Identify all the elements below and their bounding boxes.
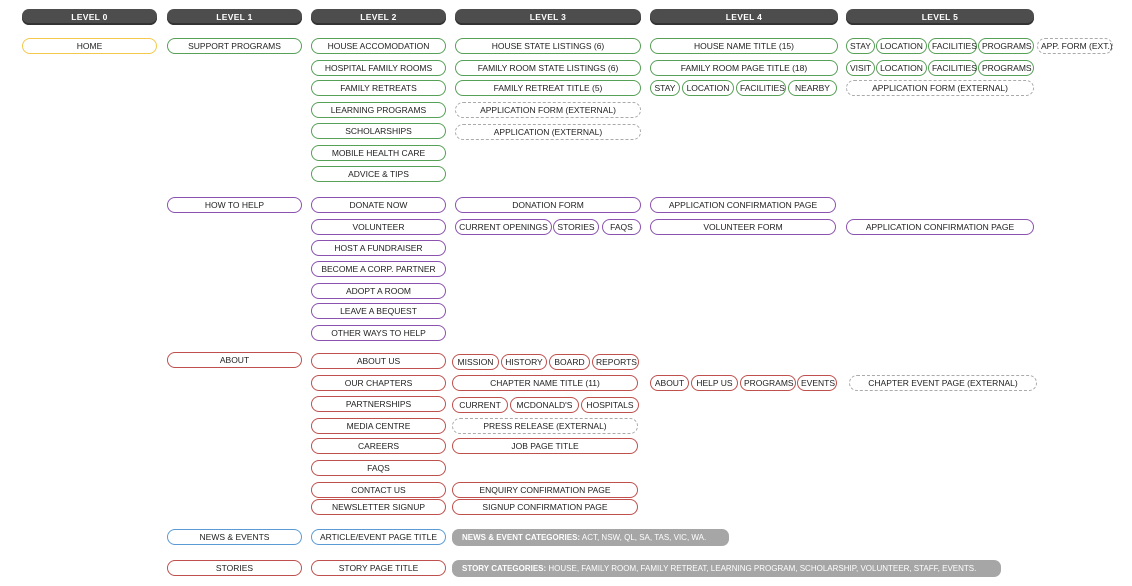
node-volunteer: VOLUNTEER <box>311 219 446 235</box>
news-categories-values: ACT, NSW, QL, SA, TAS, VIC, WA. <box>580 533 707 542</box>
node-media-centre: MEDIA CENTRE <box>311 418 446 434</box>
node-visit-l5: VISIT <box>846 60 875 76</box>
news-categories-label: NEWS & EVENT CATEGORIES: <box>462 533 581 542</box>
node-application-form-external: APPLICATION FORM (EXTERNAL) <box>455 102 641 118</box>
node-about-l4: ABOUT <box>650 375 689 391</box>
node-other-ways: OTHER WAYS TO HELP <box>311 325 446 341</box>
node-adopt-room: ADOPT A ROOM <box>311 283 446 299</box>
node-host-fundraiser: HOST A FUNDRAISER <box>311 240 446 256</box>
node-app-form-ext: APP. FORM (EXT.) <box>1037 38 1113 54</box>
node-story-page: STORY PAGE TITLE <box>311 560 446 576</box>
level-5-header: LEVEL 5 <box>846 9 1034 25</box>
node-stories-l3: STORIES <box>553 219 599 235</box>
node-faqs-l3: FAQS <box>602 219 641 235</box>
node-current-openings: CURRENT OPENINGS <box>455 219 552 235</box>
node-job-page-title: JOB PAGE TITLE <box>452 438 638 454</box>
node-location-l5: LOCATION <box>876 38 927 54</box>
node-faqs: FAQS <box>311 460 446 476</box>
node-location-l4: LOCATION <box>682 80 734 96</box>
node-partnerships: PARTNERSHIPS <box>311 396 446 412</box>
node-house-state-listings: HOUSE STATE LISTINGS (6) <box>455 38 641 54</box>
node-help-us-l4: HELP US <box>691 375 738 391</box>
level-1-header: LEVEL 1 <box>167 9 302 25</box>
node-chapter-name-title: CHAPTER NAME TITLE (11) <box>452 375 638 391</box>
node-contact-us: CONTACT US <box>311 482 446 498</box>
node-newsletter-signup: NEWSLETTER SIGNUP <box>311 499 446 515</box>
node-enquiry-confirmation: ENQUIRY CONFIRMATION PAGE <box>452 482 638 498</box>
node-article-event-page: ARTICLE/EVENT PAGE TITLE <box>311 529 446 545</box>
node-application-external: APPLICATION (EXTERNAL) <box>455 124 641 140</box>
node-about: ABOUT <box>167 352 302 368</box>
node-programs-l4: PROGRAMS <box>740 375 796 391</box>
node-hospitals: HOSPITALS <box>581 397 639 413</box>
story-categories-band: STORY CATEGORIES: HOUSE, FAMILY ROOM, FA… <box>452 560 1001 577</box>
node-how-to-help: HOW TO HELP <box>167 197 302 213</box>
node-mobile-health-care: MOBILE HEALTH CARE <box>311 145 446 161</box>
node-news-events: NEWS & EVENTS <box>167 529 302 545</box>
node-family-room-page-title: FAMILY ROOM PAGE TITLE (18) <box>650 60 838 76</box>
node-leave-bequest: LEAVE A BEQUEST <box>311 303 446 319</box>
node-facilities-l4: FACILITIES <box>736 80 786 96</box>
node-programs-l5: PROGRAMS <box>978 38 1034 54</box>
node-facilities-l5b: FACILITIES <box>928 60 977 76</box>
level-2-header: LEVEL 2 <box>311 9 446 25</box>
node-donation-form: DONATION FORM <box>455 197 641 213</box>
node-become-corp-partner: BECOME A CORP. PARTNER <box>311 261 446 277</box>
level-0-header: LEVEL 0 <box>22 9 157 25</box>
node-careers: CAREERS <box>311 438 446 454</box>
level-3-header: LEVEL 3 <box>455 9 641 25</box>
node-scholarships: SCHOLARSHIPS <box>311 123 446 139</box>
node-house-accomodation: HOUSE ACCOMODATION <box>311 38 446 54</box>
node-history: HISTORY <box>501 354 547 370</box>
node-stay-l4: STAY <box>650 80 680 96</box>
node-stories: STORIES <box>167 560 302 576</box>
node-board: BOARD <box>549 354 590 370</box>
node-press-release: PRESS RELEASE (EXTERNAL) <box>452 418 638 434</box>
node-location-l5b: LOCATION <box>876 60 927 76</box>
node-application-confirmation-l5: APPLICATION CONFIRMATION PAGE <box>846 219 1034 235</box>
node-family-retreats: FAMILY RETREATS <box>311 80 446 96</box>
node-volunteer-form: VOLUNTEER FORM <box>650 219 836 235</box>
node-chapter-event-page: CHAPTER EVENT PAGE (EXTERNAL) <box>849 375 1037 391</box>
node-learning-programs: LEARNING PROGRAMS <box>311 102 446 118</box>
node-signup-confirmation: SIGNUP CONFIRMATION PAGE <box>452 499 638 515</box>
story-categories-label: STORY CATEGORIES: <box>462 564 547 573</box>
node-hospital-family-rooms: HOSPITAL FAMILY ROOMS <box>311 60 446 76</box>
node-family-room-state-listings: FAMILY ROOM STATE LISTINGS (6) <box>455 60 641 76</box>
node-stay-l5: STAY <box>846 38 875 54</box>
level-4-header: LEVEL 4 <box>650 9 838 25</box>
node-family-retreat-title: FAMILY RETREAT TITLE (5) <box>455 80 641 96</box>
node-events-l4: EVENTS <box>797 375 837 391</box>
node-application-form-external-l5: APPLICATION FORM (EXTERNAL) <box>846 80 1034 96</box>
node-reports: REPORTS <box>592 354 639 370</box>
news-event-categories-band: NEWS & EVENT CATEGORIES: ACT, NSW, QL, S… <box>452 529 729 546</box>
node-mission: MISSION <box>452 354 499 370</box>
node-facilities-l5: FACILITIES <box>928 38 977 54</box>
node-programs-l5b: PROGRAMS <box>978 60 1034 76</box>
node-support-programs: SUPPORT PROGRAMS <box>167 38 302 54</box>
node-home: HOME <box>22 38 157 54</box>
node-our-chapters: OUR CHAPTERS <box>311 375 446 391</box>
node-nearby-l4: NEARBY <box>788 80 837 96</box>
node-about-us: ABOUT US <box>311 353 446 369</box>
node-current: CURRENT <box>452 397 508 413</box>
node-application-confirmation-l4: APPLICATION CONFIRMATION PAGE <box>650 197 836 213</box>
node-donate-now: DONATE NOW <box>311 197 446 213</box>
node-advice-tips: ADVICE & TIPS <box>311 166 446 182</box>
node-mcdonalds: MCDONALD'S <box>510 397 579 413</box>
node-house-name-title: HOUSE NAME TITLE (15) <box>650 38 838 54</box>
story-categories-values: HOUSE, FAMILY ROOM, FAMILY RETREAT, LEAR… <box>546 564 977 573</box>
